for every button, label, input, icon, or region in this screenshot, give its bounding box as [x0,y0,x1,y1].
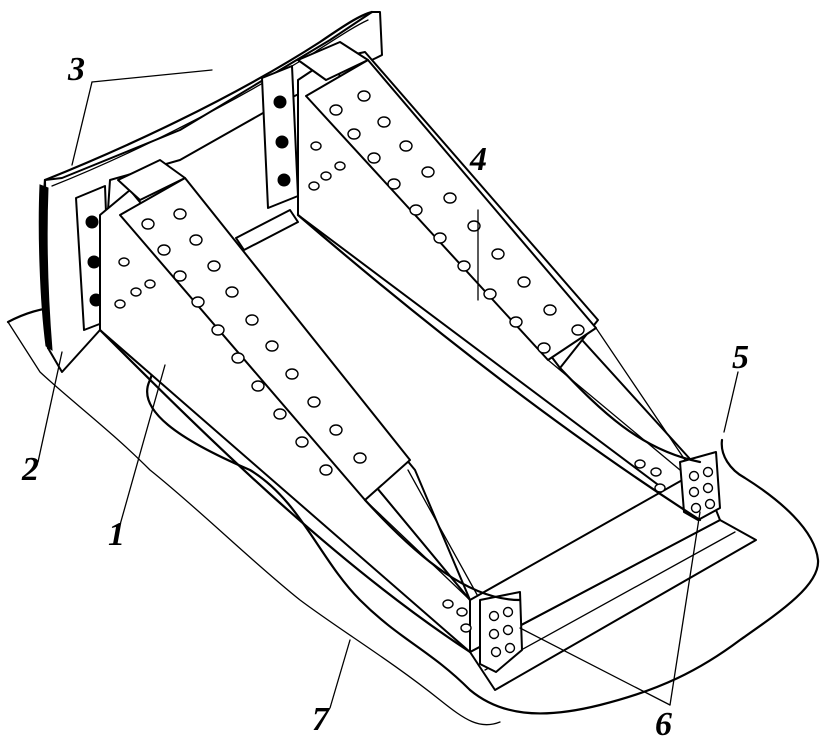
end-plate-right [634,451,721,521]
left-rail-holes [114,208,367,476]
right-bracket [261,65,299,209]
front-cross-member [469,469,757,691]
label-2: 2 [21,451,39,488]
label-6: 6 [655,706,672,743]
label-1: 1 [108,516,125,553]
right-rail-holes [308,90,585,354]
weld-seams [98,213,702,654]
right-rail [297,41,706,521]
leader-lines [37,69,739,709]
end-plate-left [442,591,523,673]
label-5: 5 [732,339,749,376]
label-3: 3 [67,51,85,88]
left-rail [99,159,481,653]
label-4: 4 [469,141,487,178]
cross-beam [235,209,299,251]
label-7: 7 [312,701,331,738]
